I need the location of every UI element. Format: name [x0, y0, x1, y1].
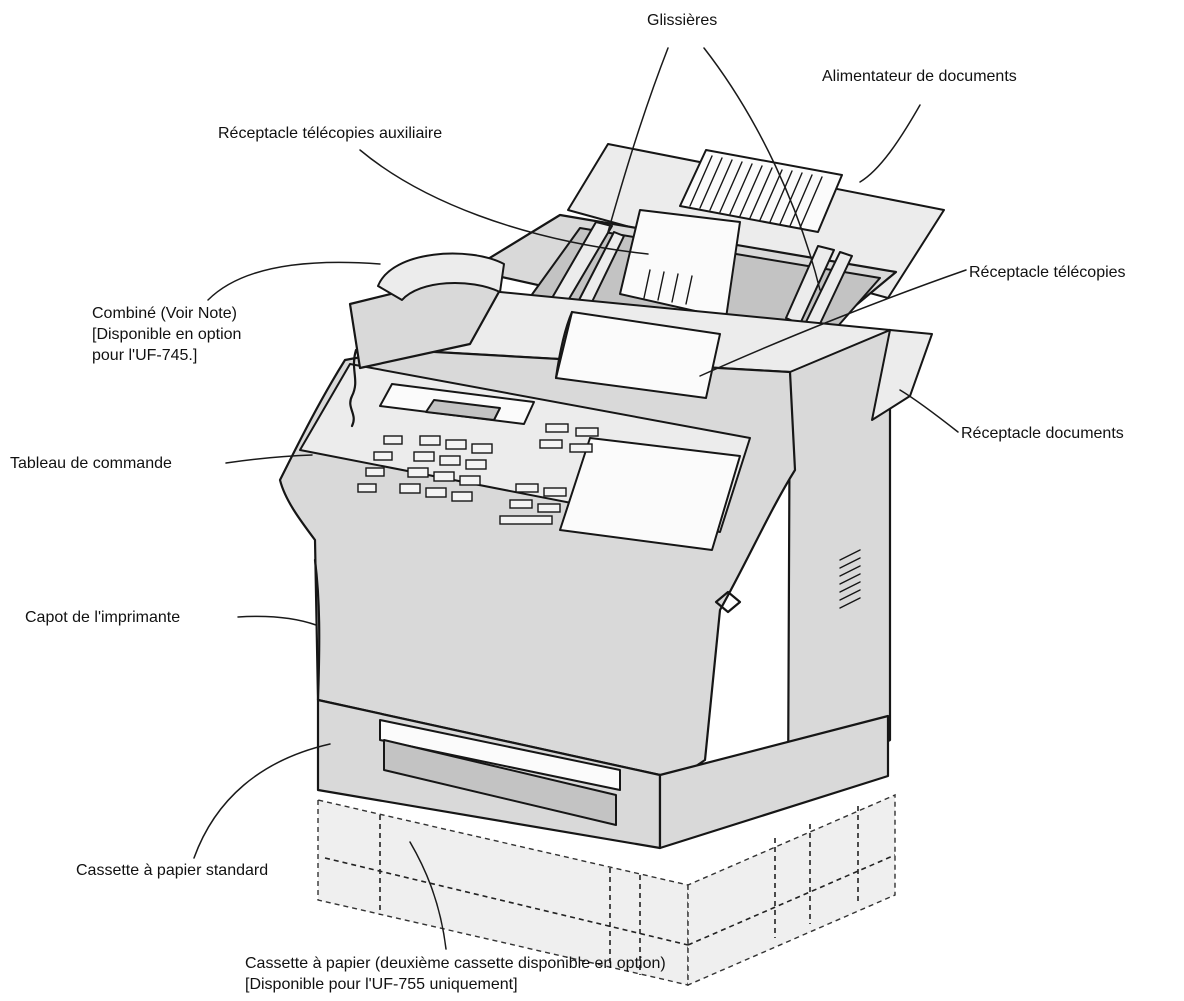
- label-document-tray: Réceptacle documents: [961, 425, 1124, 442]
- leader-lines: [193, 47, 967, 950]
- fax-tray: [554, 310, 721, 399]
- handset: [348, 252, 505, 428]
- label-opt-cassette-line-2: [Disponible pour l'UF-755 uniquement]: [245, 976, 518, 993]
- label-aux-fax-tray: Réceptacle télécopies auxiliaire: [218, 125, 443, 142]
- label-handset-line-3: pour l'UF-745.]: [92, 347, 198, 364]
- label-slides: Glissières: [647, 12, 718, 29]
- label-std-cassette: Cassette à papier standard: [76, 862, 269, 879]
- label-handset-line-1: Combiné (Voir Note): [92, 305, 237, 322]
- label-handset: Combiné (Voir Note) [Disponible en optio…: [92, 303, 241, 366]
- control-panel: [299, 363, 751, 551]
- label-handset-line-2: [Disponible en option: [92, 326, 242, 343]
- document-guides: [551, 221, 853, 329]
- label-opt-cassette-line-1: Cassette à papier (deuxième cassette dis…: [245, 955, 666, 972]
- optional-second-cassette: [317, 793, 896, 987]
- label-fax-tray: Réceptacle télécopies: [969, 264, 1126, 281]
- label-opt-cassette: Cassette à papier (deuxième cassette dis…: [245, 953, 666, 995]
- standard-paper-cassette: [316, 698, 890, 850]
- printer-cover: [313, 558, 321, 702]
- label-document-feeder: Alimentateur de documents: [822, 68, 1017, 85]
- label-printer-cover: Capot de l'imprimante: [25, 609, 181, 626]
- label-control-panel: Tableau de commande: [10, 455, 172, 472]
